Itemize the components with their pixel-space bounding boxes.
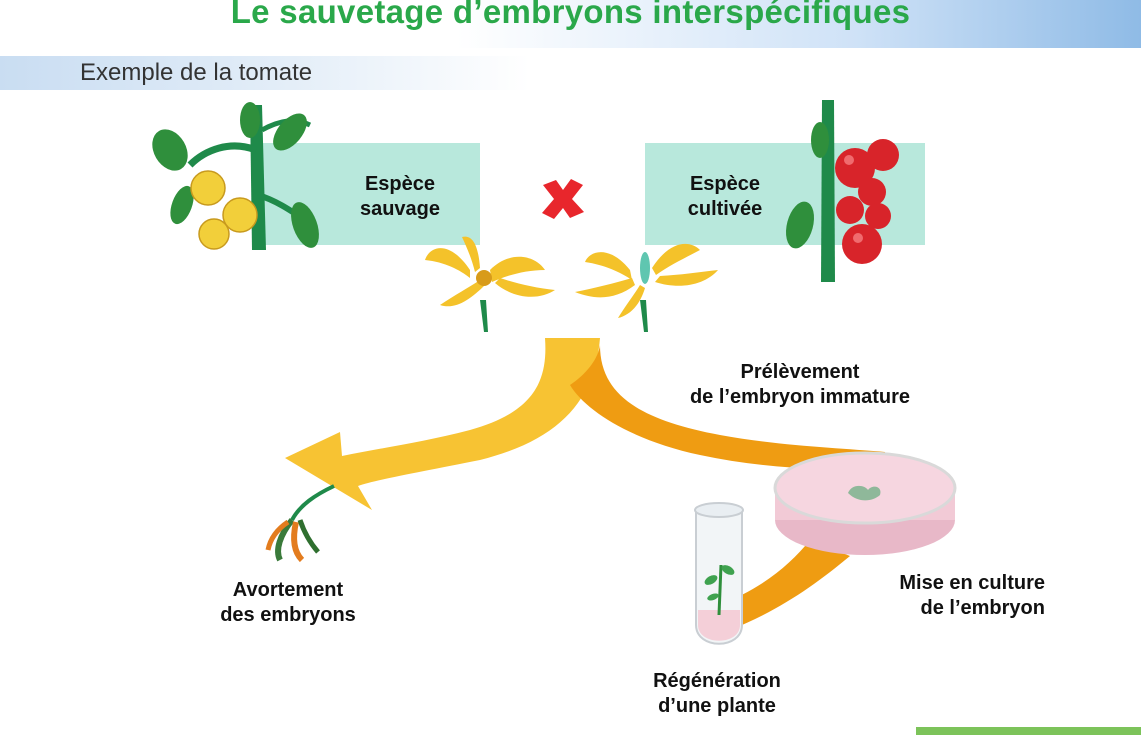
abortion-label-line2: des embryons — [220, 604, 356, 626]
extraction-label-line1: Prélèvement — [740, 361, 860, 383]
title-band — [0, 0, 1141, 48]
regeneration-label-line1: Régénération — [653, 670, 781, 692]
cultivated-species-label-line1: Espèce — [689, 173, 761, 195]
page-subtitle: Exemple de la tomate — [80, 59, 313, 86]
extraction-label: Prélèvement de l’embryon immature — [640, 360, 960, 410]
cultivated-species-label-line2: cultivée — [687, 198, 763, 220]
test-tube — [694, 502, 744, 645]
abortion-label: Avortement des embryons — [188, 578, 388, 628]
extraction-arrow — [570, 345, 885, 470]
wild-tomato-plant — [152, 102, 319, 250]
cultivated-tomato-plant — [785, 100, 899, 282]
withered-flower — [265, 484, 335, 563]
abortion-arrow — [285, 338, 600, 510]
wild-species-label-line1: Espèce — [364, 173, 436, 195]
cultivated-flower — [575, 243, 718, 332]
petri-dish — [773, 451, 957, 555]
regeneration-label-line2: d’une plante — [658, 695, 776, 717]
regeneration-label: Régénération d’une plante — [622, 669, 812, 719]
cultivated-species-label: Espèce cultivée — [665, 172, 785, 222]
culture-label-line2: de l’embryon — [920, 597, 1045, 619]
abortion-label-line1: Avortement — [232, 579, 344, 601]
wild-species-label: Espèce sauvage — [340, 172, 460, 222]
extraction-label-line2: de l’embryon immature — [689, 386, 911, 408]
red-cross-icon — [542, 179, 584, 219]
footer-accent-bar — [916, 727, 1141, 735]
culture-label: Mise en culture de l’embryon — [860, 571, 1045, 621]
page-title: Le sauvetage d’embryons interspécifiques — [230, 0, 911, 30]
wild-flower — [425, 236, 555, 332]
wild-species-label-line2: sauvage — [359, 198, 441, 220]
culture-label-line1: Mise en culture — [899, 572, 1045, 594]
subtitle-band — [0, 56, 530, 90]
regeneration-arrow — [718, 540, 850, 630]
